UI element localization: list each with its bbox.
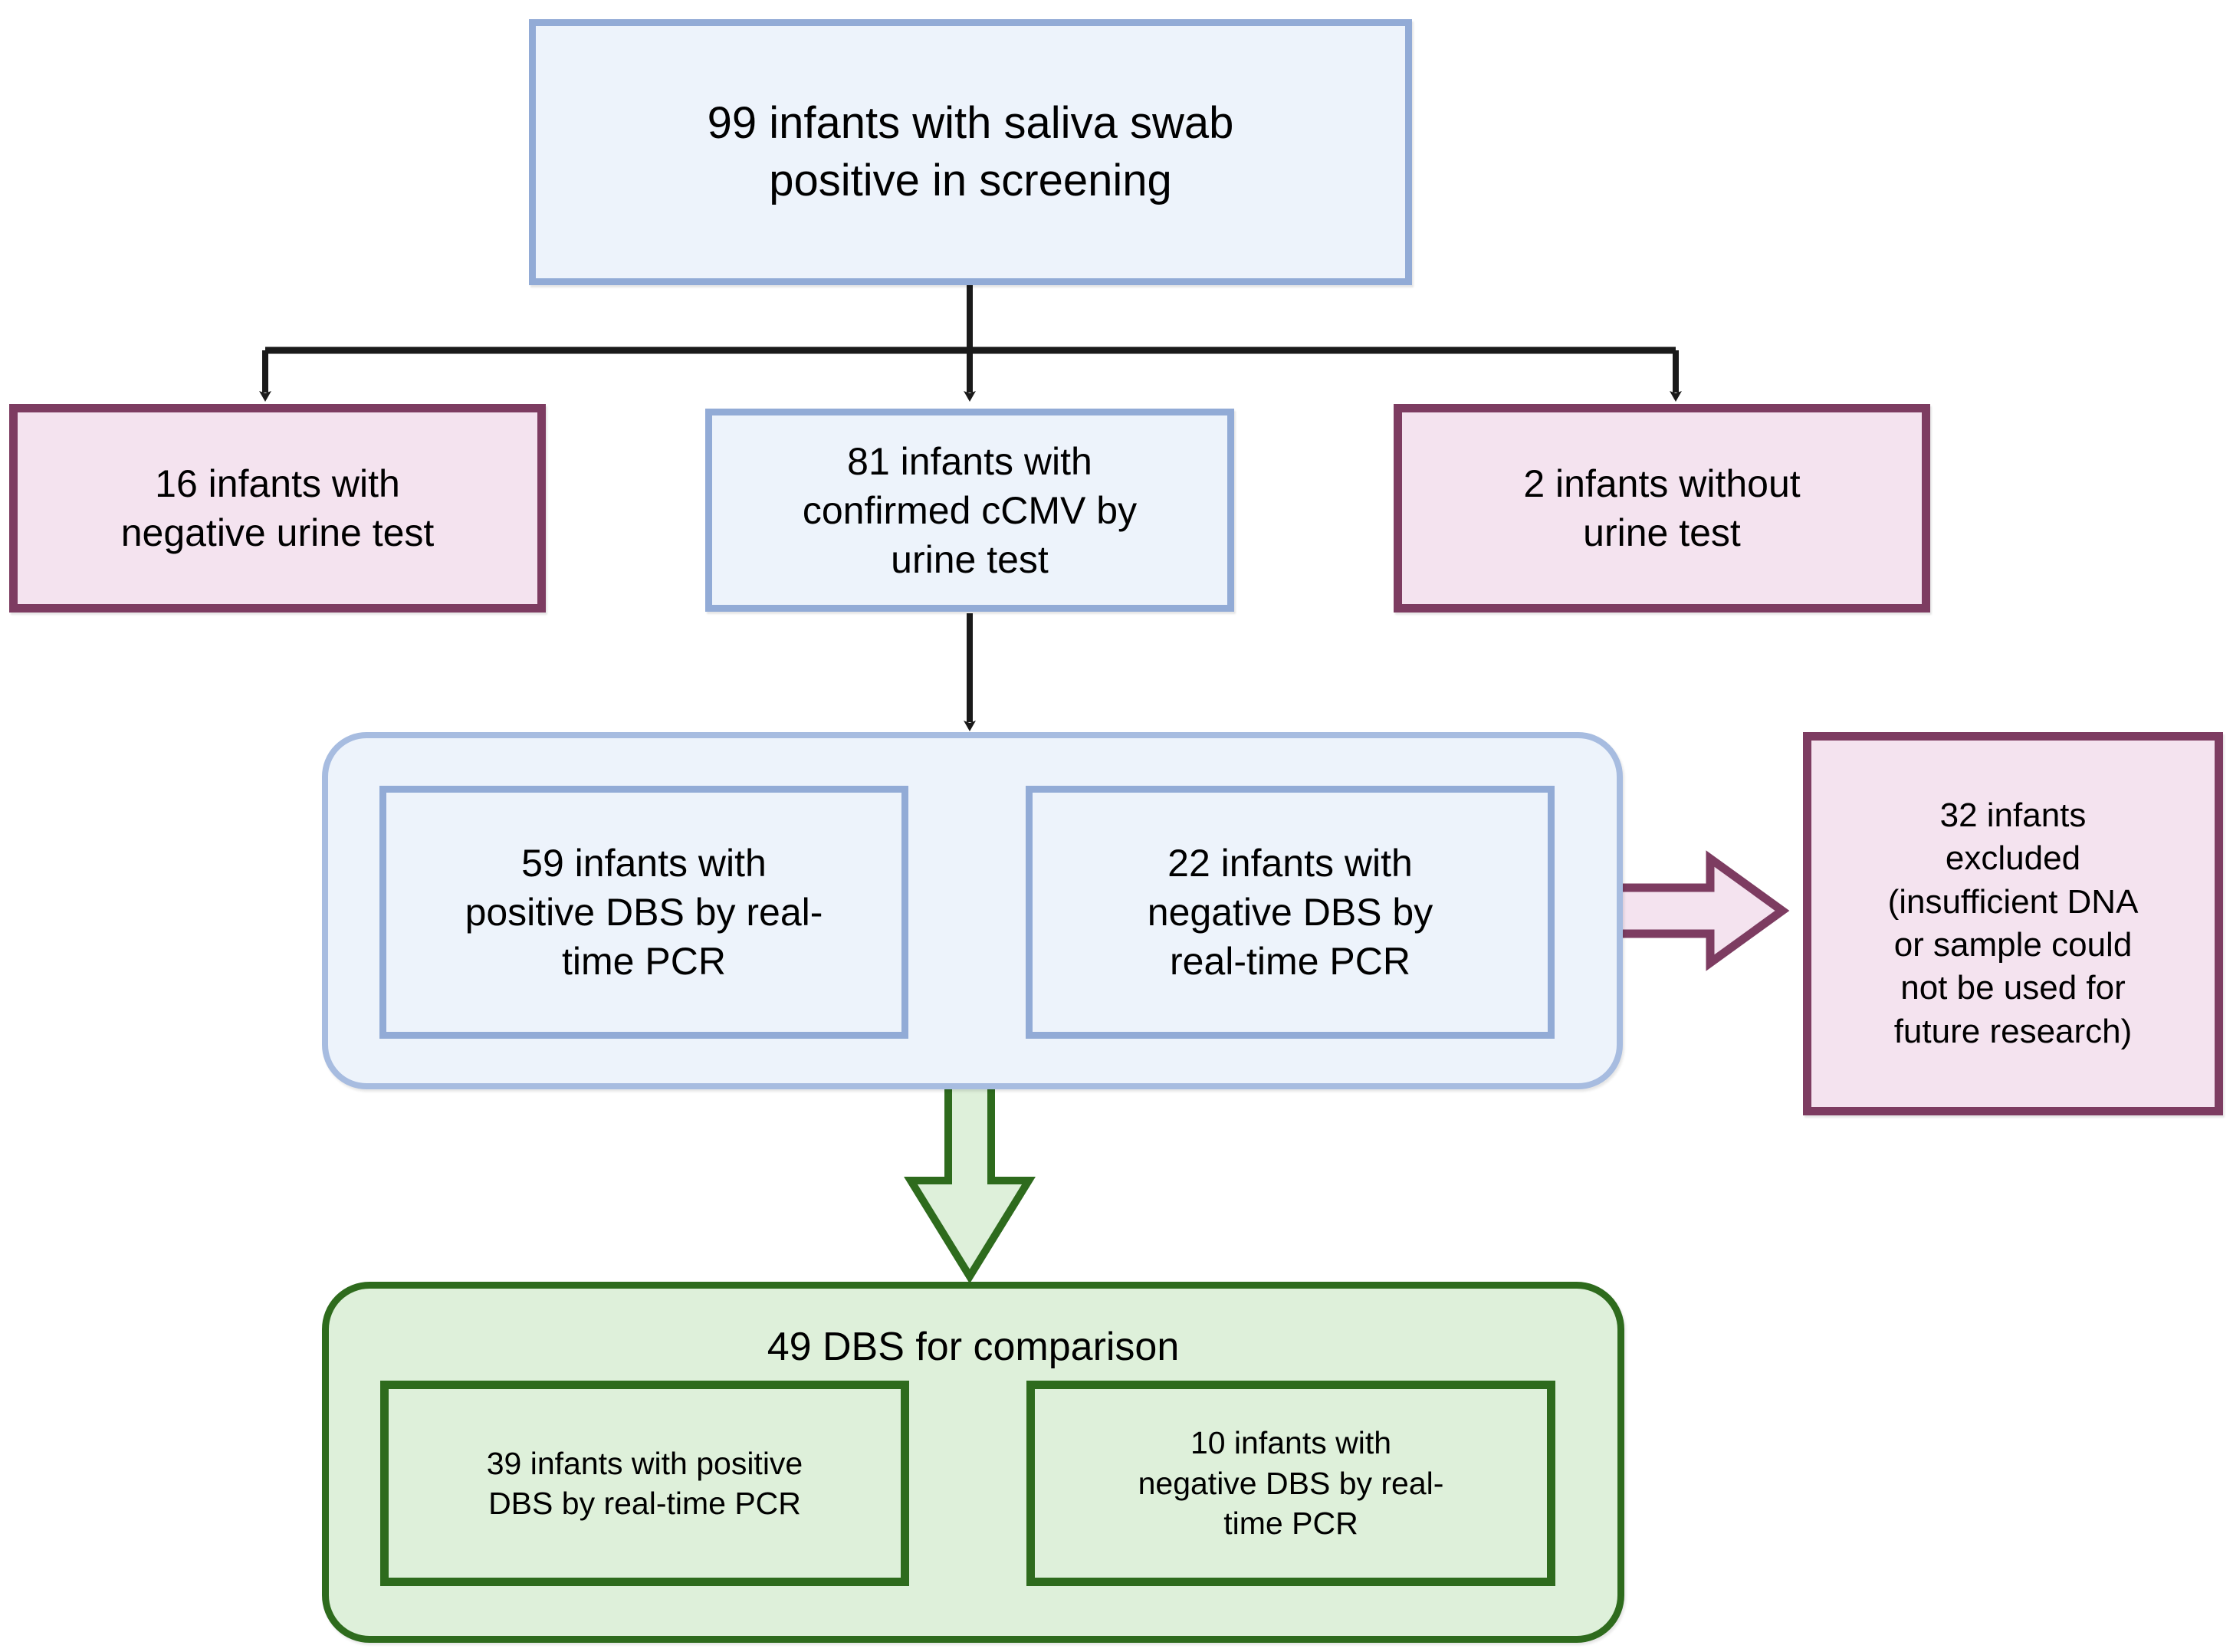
node-negative-urine-label: 16 infants with negative urine test <box>120 462 435 554</box>
node-dbs-positive-label: 59 infants with positive DBS by real- ti… <box>465 842 823 983</box>
node-final-negative[interactable]: 10 infants with negative DBS by real- ti… <box>1026 1381 1555 1586</box>
node-screening-label: 99 infants with saliva swab positive in … <box>707 98 1234 205</box>
node-dbs-negative-label: 22 infants with negative DBS by real-tim… <box>1147 842 1433 983</box>
node-confirmed-ccmv-label: 81 infants with confirmed cCMV by urine … <box>802 439 1138 581</box>
comparison-group-title: 49 DBS for comparison <box>767 1325 1180 1369</box>
node-screening[interactable]: 99 infants with saliva swab positive in … <box>529 19 1412 285</box>
group-dbs-results: 59 infants with positive DBS by real- ti… <box>322 732 1623 1089</box>
node-final-positive[interactable]: 39 infants with positive DBS by real-tim… <box>380 1381 909 1586</box>
group-comparison: 49 DBS for comparison 39 infants with po… <box>322 1282 1624 1643</box>
node-excluded[interactable]: 32 infants excluded (insufficient DNA or… <box>1803 732 2223 1115</box>
node-negative-urine[interactable]: 16 infants with negative urine test <box>9 404 546 613</box>
green-block-arrow <box>904 1069 1036 1284</box>
pink-block-arrow <box>1606 850 1790 971</box>
node-final-negative-label: 10 infants with negative DBS by real- ti… <box>1138 1425 1444 1542</box>
node-dbs-positive[interactable]: 59 infants with positive DBS by real- ti… <box>379 786 908 1039</box>
node-excluded-label: 32 infants excluded (insufficient DNA or… <box>1887 796 2139 1050</box>
node-no-urine-test[interactable]: 2 infants without urine test <box>1394 404 1930 613</box>
node-no-urine-test-label: 2 infants without urine test <box>1523 462 1801 554</box>
node-confirmed-ccmv[interactable]: 81 infants with confirmed cCMV by urine … <box>705 409 1234 612</box>
node-dbs-negative[interactable]: 22 infants with negative DBS by real-tim… <box>1026 786 1555 1039</box>
node-final-positive-label: 39 infants with positive DBS by real-tim… <box>486 1445 803 1521</box>
